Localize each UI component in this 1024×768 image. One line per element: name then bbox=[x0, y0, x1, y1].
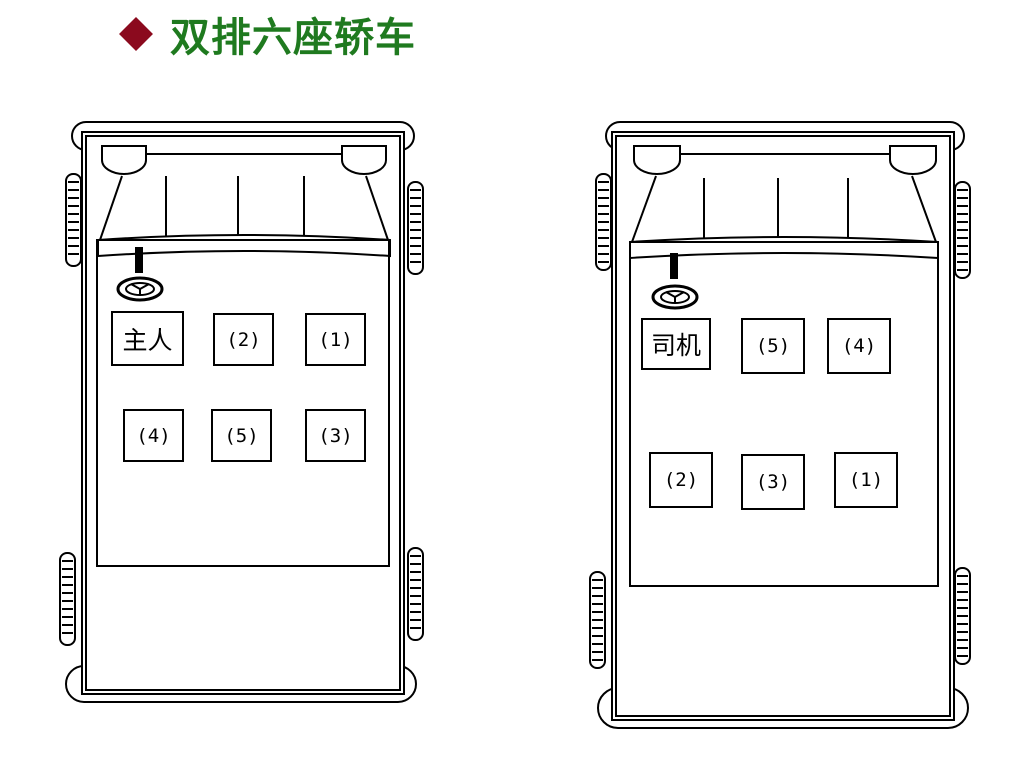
seat-rear-right: (1) bbox=[834, 452, 898, 508]
seat-rear-left: (4) bbox=[123, 409, 184, 462]
wheel-icon bbox=[595, 173, 612, 271]
seat-front-middle: (2) bbox=[213, 313, 274, 366]
wheel-icon bbox=[407, 181, 424, 275]
wheel-icon bbox=[59, 552, 76, 646]
seat-rear-middle: (3) bbox=[741, 454, 805, 510]
steering-wheel-icon bbox=[116, 276, 164, 302]
wheel-icon bbox=[954, 181, 971, 279]
title-text: 双排六座轿车 bbox=[170, 15, 416, 61]
wheel-icon bbox=[407, 547, 424, 641]
seat-driver: 主人 bbox=[111, 311, 184, 366]
seat-rear-middle: (5) bbox=[211, 409, 272, 462]
seat-rear-right: (3) bbox=[305, 409, 366, 462]
slide-title: 双排六座轿车 bbox=[112, 8, 416, 61]
seat-rear-left: (2) bbox=[649, 452, 713, 508]
wheel-icon bbox=[589, 571, 606, 669]
seat-front-middle: (5) bbox=[741, 318, 805, 374]
wheel-icon bbox=[954, 567, 971, 665]
steering-wheel-icon bbox=[651, 284, 699, 310]
seat-front-right: (4) bbox=[827, 318, 891, 374]
seat-front-right: (1) bbox=[305, 313, 366, 366]
seat-driver: 司机 bbox=[641, 318, 711, 370]
